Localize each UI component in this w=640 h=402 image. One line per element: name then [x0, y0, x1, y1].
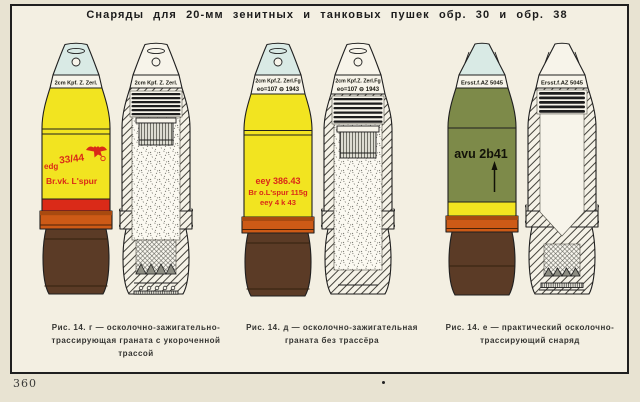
figure-caption-text: е — практический осколочно-трассирующий … — [480, 323, 615, 346]
fuze-band-label: Ersst.f.AZ 5045 — [461, 81, 504, 87]
page-number: 360 — [13, 377, 37, 390]
nose-cap — [538, 42, 586, 76]
crimp-notch-left — [119, 207, 121, 229]
shell-practice-section: Ersst.f.AZ 5045 — [525, 42, 599, 295]
base-vents — [138, 285, 176, 291]
body-marking-mfr: edg — [44, 162, 58, 171]
crimp-notch-left — [525, 203, 527, 225]
fuze-band-label-2: eo=107 ⊖ 1943 — [337, 87, 380, 93]
fuze-band-label: 2cm Kpf. Z. Zerl. — [55, 81, 98, 87]
fuze-band-label-1: 2cm Kpf.Z. Zerl.Fg — [255, 79, 300, 85]
figure-caption-text: г — осколочно-зажигательно-трассирующая … — [51, 323, 221, 359]
figure-frame — [10, 4, 629, 374]
figure-caption-label: Рис. 14. — [445, 323, 480, 332]
fuze-body — [336, 125, 380, 159]
figure-caption-g: Рис. 14.г — осколочно-зажигательно-трасс… — [40, 321, 232, 361]
fuze-threads — [333, 98, 383, 123]
fuze-body — [135, 117, 177, 146]
figure-caption-e: Рис. 14.е — практический осколочно-трасс… — [437, 321, 623, 347]
fuze-hole — [151, 57, 161, 67]
shell-he-tracer-section: 2cm Kpf. Z. Zerl. — [119, 42, 193, 295]
cap-seam — [67, 47, 85, 55]
base-plate — [133, 290, 179, 295]
fuze-band-label-2: eo=107 ⊖ 1943 — [257, 87, 300, 93]
body-marking-type: Br.vk. L'spur — [46, 176, 98, 186]
body-marking-2: Br o.L'spur 115g — [248, 188, 308, 197]
cap-highlight — [464, 51, 500, 64]
crimp-notch-right — [191, 207, 193, 229]
figure-caption-d: Рис. 14.д — осколочно-зажигательная гран… — [240, 321, 424, 347]
empty-cavity — [539, 113, 585, 237]
red-band — [41, 198, 111, 212]
base-plate — [540, 282, 584, 288]
shell-he-external: 2cm Kpf.Z. Zerl.Fg eo=107 ⊖ 1943 eey 386… — [241, 42, 315, 297]
cap-highlight — [544, 51, 580, 64]
body-marking-1: eey 386.43 — [255, 176, 300, 186]
shell-he-section: 2cm Kpf.Z. Zerl.Fg eo=107 ⊖ 1943 — [321, 42, 395, 295]
fuze-threads — [539, 92, 585, 113]
body-marking-lot: 33/44 — [59, 152, 86, 166]
crimp-notch-right — [597, 203, 599, 225]
print-dot — [382, 381, 385, 384]
tracer-base — [42, 228, 110, 295]
fuze-threads — [131, 93, 181, 116]
body-marking-3: eey 4 k 43 — [260, 198, 296, 207]
page-title: Снаряды для 20-мм зенитных и танковых пу… — [86, 9, 568, 21]
arrow-up-icon — [491, 161, 498, 192]
fuze-band-label: Ersst.f.AZ 5045 — [541, 81, 584, 87]
fuze-hole — [273, 57, 283, 67]
tracer-base — [448, 231, 516, 296]
figure-caption-label: Рис. 14. — [246, 323, 281, 332]
crimp-notch-right — [393, 207, 395, 229]
nose-cap — [458, 42, 506, 76]
base-section — [244, 232, 312, 297]
figure-caption-label: Рис. 14. — [51, 323, 87, 332]
fuze-band-label-1: 2cm Kpf.Z. Zerl.Fg — [335, 79, 380, 85]
eagle-emblem — [86, 146, 107, 162]
tracer-pellets — [135, 263, 177, 275]
shell-body — [447, 87, 517, 203]
fuze-band-label: 2cm Kpf. Z. Zerl. — [135, 81, 178, 87]
yellow-band — [447, 201, 517, 217]
figure-caption-text: д — осколочно-зажигательная граната без … — [283, 323, 418, 346]
shell-he-tracer-external: 2cm Kpf. Z. Zerl. edg 33/44 Br.vk. L'spu… — [39, 42, 113, 295]
crimp-notch-left — [321, 207, 323, 229]
fuze-hole — [353, 57, 363, 67]
shell-practice-external: Ersst.f.AZ 5045 avu 2b41 — [445, 42, 519, 296]
body-marking: avu 2b41 — [454, 147, 508, 161]
tracer-pellets — [543, 267, 581, 277]
fuze-hole — [71, 57, 81, 67]
